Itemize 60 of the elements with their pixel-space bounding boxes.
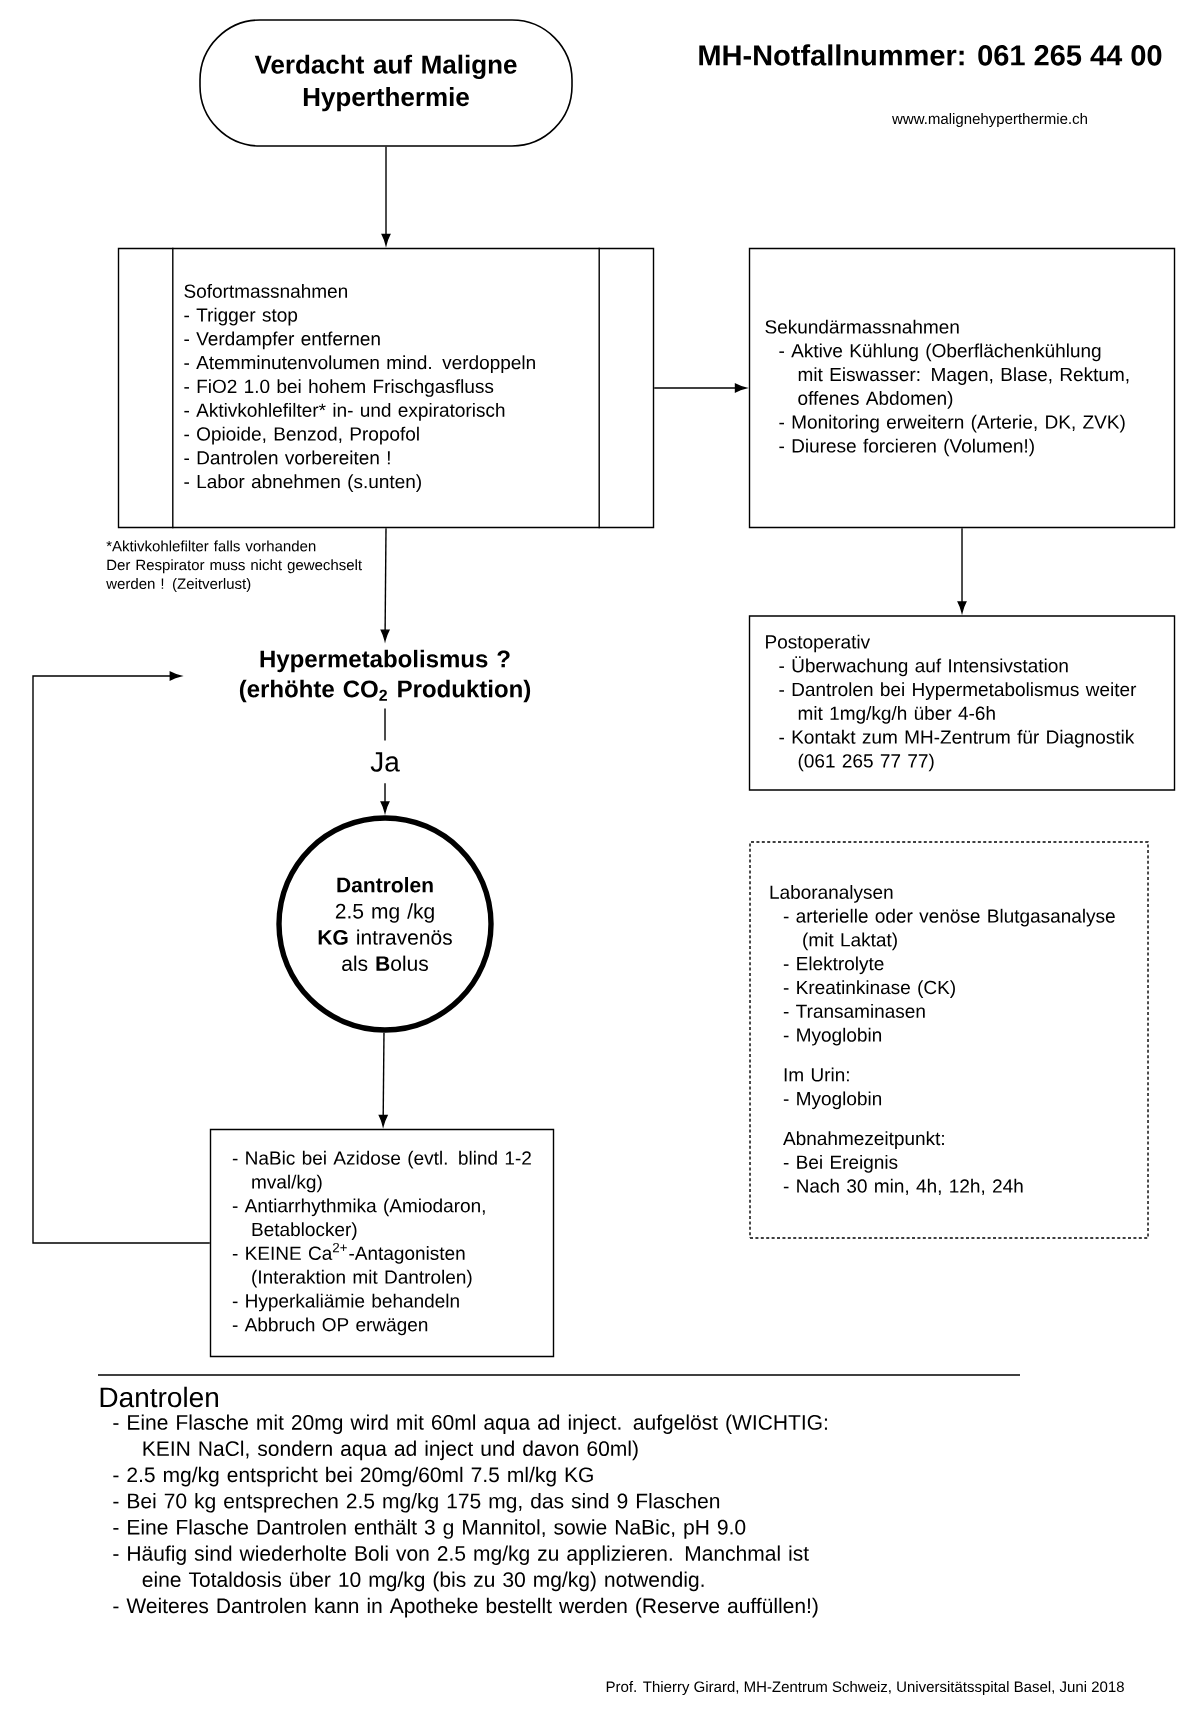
list-item: - FiO2 1.0 bei hohem Frischgasfluss [184, 379, 494, 397]
list-item: - Antiarrhythmika (Amiodaron, Betablocker) [232, 1198, 485, 1240]
decision-text: Hypermetabolismus ? (erhöhte CO$_{2}$ Produktion) [239, 649, 531, 703]
list-item: - Myoglobin [783, 1027, 882, 1046]
start-terminal: Verdacht auf Maligne Hyperthermie [199, 19, 573, 147]
list-item: - Transaminasen [783, 1004, 925, 1018]
author-credit: Prof. Thierry Girard, MH-Zentrum Schweiz, Universitätsspital Basel, Juni 2018 [606, 1681, 1124, 1695]
list-item: - Nach 30 min, 4h, 12h, 24h [783, 1178, 1023, 1195]
list-item: - Weiteres Dantrolen kann in Apotheke bestellt werden (Reserve auffüllen!) [113, 1597, 818, 1618]
list-item: - Häufig sind wiederholte Boli von 2.5 mg/kg zu applizieren. Manchmal ist eine Totaldosis über 10 mg/kg (bis zu 30 mg/kg) notwendig. [113, 1545, 809, 1592]
list-item: - NaBic bei Azidose (evtl. blind 1-2 mval/kg) [232, 1150, 531, 1193]
box-heading: Sofortmassnahmen [184, 283, 347, 298]
list-item: - Labor abnehmen (s.unten) [184, 474, 421, 493]
list-item: - Hyperkaliämie behandeln [232, 1293, 459, 1312]
section-heading: Dantrolen [100, 1386, 218, 1408]
arrow [653, 383, 747, 393]
list-item: - Myoglobin [783, 1091, 882, 1110]
process-box [117, 247, 655, 529]
list-item: - KEINE Ca$^{2+}$-Antagonisten (Interaktion mit Dantrolen) [232, 1242, 472, 1288]
list-item: - Eine Flasche Dantrolen enthält 3 g Mannitol, sowie NaBic, pH 9.0 [113, 1519, 746, 1539]
web-address: www.malignehyperthermie.ch [892, 113, 1087, 127]
box-heading: Sekundärmassnahmen [765, 319, 959, 334]
footnote: *Aktivkohlefilter falls vorhanden [106, 540, 316, 552]
process-box [209, 1128, 555, 1358]
arrow [957, 527, 967, 613]
arrow [381, 146, 391, 246]
list-item: - Überwachung auf Intensivstation [779, 656, 1068, 677]
list-item: - Dantrolen bei Hypermetabolismus weiter mit 1mg/kg/h über 4-6h [779, 682, 1137, 724]
list-item: - Elektrolyte [783, 956, 884, 975]
list-item: - Diurese forcieren (Volumen!) [779, 438, 1034, 457]
list-item: - Dantrolen vorbereiten ! [184, 450, 390, 465]
list-item: - Trigger stop [184, 307, 298, 326]
list-item: - Atemminutenvolumen mind. verdoppeln [184, 355, 535, 374]
footnote: Der Respirator muss nicht gewechselt werden ! (Zeitverlust) [106, 559, 362, 592]
list-item: - Opioide, Benzod, Propofol [184, 426, 419, 445]
arrow [32, 671, 211, 1244]
arrow [380, 527, 390, 642]
list-item: - Abbruch OP erwägen [232, 1317, 428, 1336]
edge-label: Ja [370, 752, 400, 772]
box-heading: Laboranalysen [770, 885, 893, 903]
process-box [748, 247, 1176, 529]
list-item: - Verdampfer entfernen [184, 331, 380, 350]
list-item: - Bei Ereignis [783, 1155, 898, 1173]
box-heading: Postoperativ [766, 634, 871, 653]
list-item: - Kreatinkinase (CK) [783, 980, 955, 998]
list-item: - 2.5 mg/kg entspricht bei 20mg/60ml 7.5 ml/kg KG [113, 1466, 593, 1487]
list-item: - Aktivkohlefilter* in- und expiratorisch [184, 402, 505, 421]
lab-box [749, 841, 1149, 1239]
list-item: - Kontakt zum MH-Zentrum für Diagnostik (061 265 77 77) [779, 729, 1135, 772]
list-item: - Aktive Kühlung (Oberflächenkühlung mit Eiswasser: Magen, Blase, Rektum, offenes Abdomen) [779, 343, 1129, 409]
arrow [380, 707, 390, 813]
list-item: - Bei 70 kg entsprechen 2.5 mg/kg 175 mg, das sind 9 Flaschen [113, 1493, 720, 1513]
process-box [748, 615, 1176, 791]
list-item: - Eine Flasche mit 20mg wird mit 60ml aqua ad inject. aufgelöst (WICHTIG: KEIN NaCl, sondern aqua ad inject und davon 60ml) [113, 1414, 827, 1461]
list-item: - Monitoring erweitern (Arterie, DK, ZVK) [779, 414, 1125, 433]
arrow [378, 1032, 388, 1127]
list-item: Im Urin: [784, 1067, 849, 1082]
hotline-text: MH-Notfallnummer: 061 265 44 00 [699, 44, 1162, 66]
list-item: Abnahmezeitpunkt: [783, 1131, 944, 1149]
list-item: - arterielle oder venöse Blutgasanalyse (mit Laktat) [783, 908, 1115, 951]
